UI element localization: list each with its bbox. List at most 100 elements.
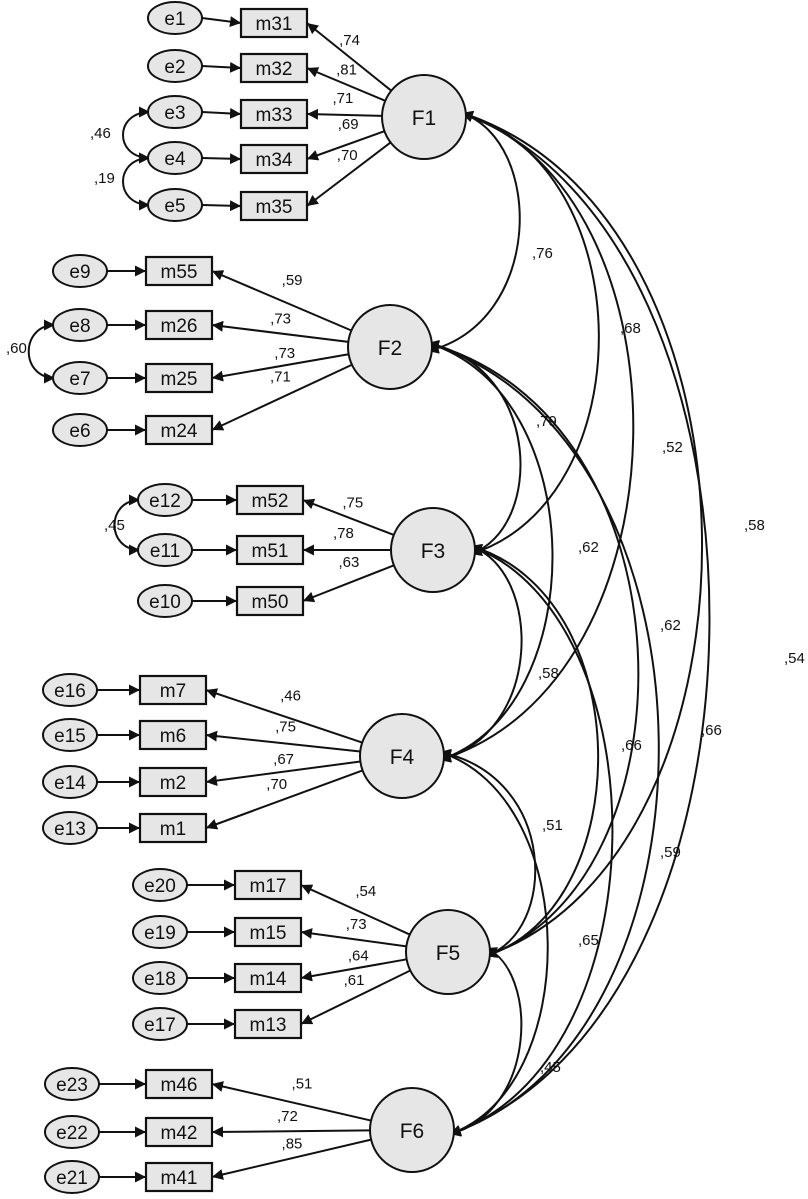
error-label: e6 xyxy=(69,421,90,442)
error-e13: e13 xyxy=(42,811,98,845)
indicator-m46: m46 xyxy=(144,1068,214,1100)
loading-path-m6 xyxy=(205,730,361,753)
indicator-m41: m41 xyxy=(144,1161,214,1193)
indicator-m6: m6 xyxy=(138,719,208,751)
factor-label: F5 xyxy=(436,942,461,965)
error-label: e11 xyxy=(150,541,180,562)
factor-label: F1 xyxy=(412,107,437,130)
indicator-m42: m42 xyxy=(144,1116,214,1148)
error-e7: e7 xyxy=(52,361,108,395)
correlation-label-f4-f6: ,65 xyxy=(578,932,599,949)
error-path-e5 xyxy=(201,200,242,212)
error-label: e12 xyxy=(149,491,181,512)
correlation-label-f2-f3: ,79 xyxy=(536,413,557,430)
indicator-label: m26 xyxy=(161,316,198,337)
error-e11: e11 xyxy=(137,533,193,567)
covariance-arc-e3-e4 xyxy=(122,106,151,164)
factor-f1: F1 xyxy=(381,74,467,160)
loading-path-m52 xyxy=(302,498,395,536)
indicator-m52: m52 xyxy=(235,484,305,516)
loading-paths xyxy=(97,16,411,1183)
indicator-m31: m31 xyxy=(239,7,309,39)
error-label: e21 xyxy=(56,1168,88,1189)
loading-path-m42 xyxy=(211,1126,371,1138)
error-label: e5 xyxy=(164,196,185,217)
loading-label-m7: ,46 xyxy=(280,687,301,704)
loading-path-m24 xyxy=(211,363,353,431)
factor-label: F6 xyxy=(400,1120,425,1143)
error-e3: e3 xyxy=(147,95,203,129)
indicator-m14: m14 xyxy=(233,962,303,994)
error-label: e10 xyxy=(149,592,181,613)
error-e14: e14 xyxy=(42,765,98,799)
loading-path-m35 xyxy=(306,141,392,207)
error-path-e3 xyxy=(201,107,242,119)
error-e19: e19 xyxy=(132,915,188,949)
error-label: e9 xyxy=(69,262,90,283)
error-covariances xyxy=(27,106,151,556)
indicator-m24: m24 xyxy=(144,414,214,446)
indicator-label: m35 xyxy=(256,197,293,218)
correlation-arc-f1-f3 xyxy=(461,110,600,557)
indicator-m7: m7 xyxy=(138,674,208,706)
error-label: e3 xyxy=(164,103,185,124)
error-path-e2 xyxy=(201,61,242,73)
indicator-label: m14 xyxy=(250,969,287,990)
loading-label-m13: ,61 xyxy=(344,972,365,989)
factor-label: F3 xyxy=(421,540,446,563)
loading-path-m50 xyxy=(302,564,395,603)
error-e12: e12 xyxy=(137,483,193,517)
loading-label-m55: ,59 xyxy=(282,272,303,289)
error-e20: e20 xyxy=(132,868,188,902)
loading-label-m41: ,85 xyxy=(282,1135,303,1152)
error-label: e14 xyxy=(54,773,86,794)
indicator-label: m24 xyxy=(161,421,198,442)
error-label: e16 xyxy=(54,681,86,702)
error-label: e18 xyxy=(144,969,176,990)
loading-label-m33: ,71 xyxy=(333,90,354,107)
correlation-arc-f1-f5 xyxy=(461,111,703,958)
error-label: e13 xyxy=(54,819,86,840)
loading-label-m14: ,64 xyxy=(348,948,369,965)
error-e15: e15 xyxy=(42,718,98,752)
loading-path-m15 xyxy=(300,928,407,948)
loading-label-m42: ,72 xyxy=(277,1108,298,1125)
error-e10: e10 xyxy=(137,584,193,618)
factor-label: F2 xyxy=(378,337,403,360)
correlation-arc-f3-f5 xyxy=(470,543,600,958)
indicator-label: m50 xyxy=(252,592,289,613)
error-e5: e5 xyxy=(147,188,203,222)
indicator-label: m2 xyxy=(160,773,186,794)
error-label: e23 xyxy=(56,1075,88,1096)
indicator-m1: m1 xyxy=(138,812,208,844)
error-e18: e18 xyxy=(132,961,188,995)
covariance-arc-e8-e7 xyxy=(27,319,56,384)
loading-path-m1 xyxy=(205,769,363,830)
correlation-label-f1-f6: ,54 xyxy=(784,650,805,667)
indicator-label: m52 xyxy=(252,491,289,512)
correlation-label-f3-f4: ,58 xyxy=(538,665,559,682)
loading-label-m50: ,63 xyxy=(338,554,359,571)
error-label: e7 xyxy=(69,369,90,390)
indicator-m33: m33 xyxy=(239,98,309,130)
factor-f3: F3 xyxy=(390,507,476,593)
loading-label-m25: ,73 xyxy=(274,345,295,362)
indicator-m17: m17 xyxy=(233,869,303,901)
error-e4: e4 xyxy=(147,141,203,175)
loading-path-m55 xyxy=(211,270,352,332)
factor-f4: F4 xyxy=(359,713,445,799)
factor-f2: F2 xyxy=(347,304,433,390)
loading-label-m32: ,81 xyxy=(336,61,357,78)
loading-label-m51: ,78 xyxy=(333,525,354,542)
covariance-label-e3-e4: ,46 xyxy=(90,125,111,142)
loading-label-m31: ,74 xyxy=(339,32,360,49)
loading-label-m17: ,54 xyxy=(355,883,376,900)
correlation-label-f3-f6: ,59 xyxy=(660,844,681,861)
error-label: e19 xyxy=(144,923,176,944)
indicator-m13: m13 xyxy=(233,1008,303,1040)
error-path-e4 xyxy=(201,153,242,165)
correlation-label-f2-f5: ,62 xyxy=(660,617,681,634)
indicator-label: m6 xyxy=(160,726,186,747)
error-e9: e9 xyxy=(52,254,108,288)
